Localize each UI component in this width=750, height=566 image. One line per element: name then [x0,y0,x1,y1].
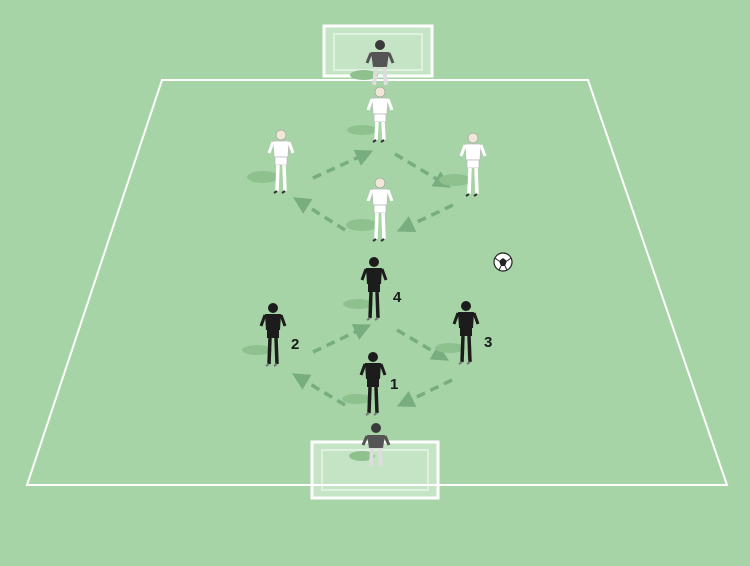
white-player-left-player-icon [247,129,295,194]
soccer-ball-icon [493,252,513,272]
bottom-goal-front-frame [310,442,440,500]
goalkeeper-bottom-player-icon [349,423,391,467]
pitch-boundary [25,79,729,486]
arrow-icon [291,373,346,407]
bottom-goal-icon [310,440,440,500]
black-team-pass-arrows [291,324,453,407]
black-player-1-player-icon [342,352,387,416]
arrow-icon [293,197,346,232]
player-number-label-3: 3 [484,334,492,351]
player-number-label-4: 4 [393,289,402,306]
white-player-right-player-icon [439,132,487,197]
black-player-2-player-icon [242,303,287,367]
arrow-icon [312,324,372,354]
arrow-icon [312,149,374,180]
arrow-icon [396,378,453,407]
arrow-icon [396,203,454,232]
player-number-label-2: 2 [291,336,299,353]
top-goal-icon [322,24,434,78]
white-player-bottom-player-icon [346,177,394,242]
black-player-3-player-icon [435,301,480,365]
black-player-4-player-icon [343,257,388,321]
players-layer [242,40,487,467]
player-number-label-1: 1 [390,376,398,393]
white-player-top-player-icon [347,86,394,143]
goalkeeper-top-player-icon [350,40,395,86]
arrow-icon [396,328,450,361]
